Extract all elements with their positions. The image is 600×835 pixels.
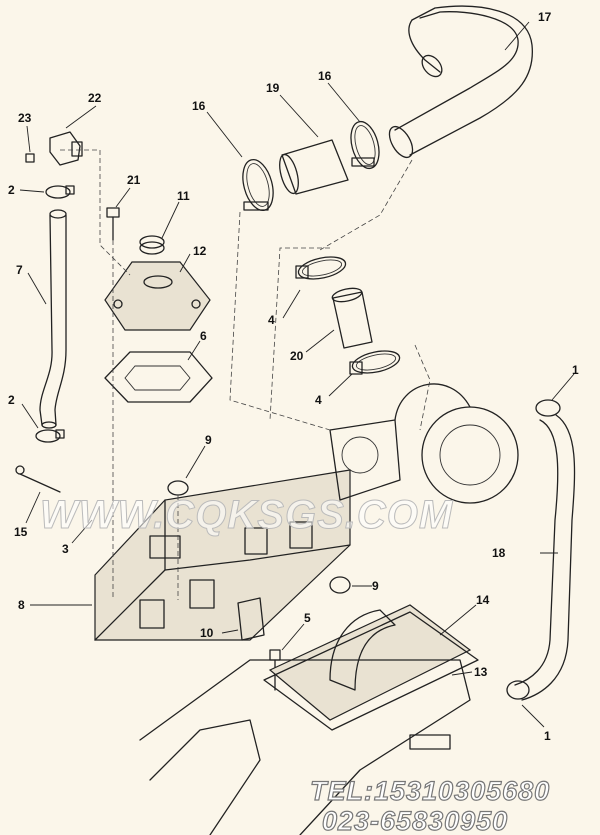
part-16-clamp-right xyxy=(350,120,380,170)
callout-15: 14 xyxy=(476,593,490,607)
callout-9-lower: 9 xyxy=(372,579,379,593)
callout-1-upper: 1 xyxy=(572,363,579,377)
callout-14: 17 xyxy=(538,10,552,24)
callout-16-right: 16 xyxy=(318,69,332,83)
callout-8: 8 xyxy=(18,598,25,612)
part-14-elbow-tube xyxy=(388,5,534,159)
part-21-bolt xyxy=(106,207,120,241)
callout-12: 12 xyxy=(193,244,207,258)
callout-1-lower: 1 xyxy=(544,729,551,743)
contact-phone: 023-65830950 xyxy=(322,806,508,835)
callout-23: 23 xyxy=(18,111,32,125)
part-13-bolt xyxy=(15,465,61,493)
part-20-hose xyxy=(331,287,373,349)
part-4-clamp-upper xyxy=(295,256,347,280)
part-18-gasket xyxy=(263,611,479,731)
callout-7: 7 xyxy=(16,263,23,277)
callout-5: 5 xyxy=(304,611,311,625)
part-8-exhaust-manifold xyxy=(94,469,351,641)
callout-2-bottom: 2 xyxy=(8,393,15,407)
callout-labels: 17 16 19 16 22 23 2 21 11 12 7 6 2 4 20 … xyxy=(8,10,579,743)
callout-18: 13 xyxy=(474,665,488,679)
part-9-seal-lower xyxy=(329,576,351,594)
callout-20: 20 xyxy=(290,349,304,363)
callout-3: 3 xyxy=(62,542,69,556)
engine-block xyxy=(139,659,471,835)
callout-11: 11 xyxy=(177,189,190,203)
part-12-cover xyxy=(104,261,211,331)
turbocharger xyxy=(329,383,519,504)
callout-9-upper: 9 xyxy=(205,433,212,447)
part-15-cover xyxy=(268,604,472,721)
part-19-hose xyxy=(279,139,349,195)
callout-19: 19 xyxy=(266,81,280,95)
part-23-plug xyxy=(25,153,35,163)
callout-10: 10 xyxy=(200,626,214,640)
callout-13: 15 xyxy=(14,525,28,539)
part-16-clamp-left xyxy=(242,158,274,212)
callout-21: 21 xyxy=(127,173,141,187)
callout-17: 18 xyxy=(492,546,506,560)
part-11-seal-ring xyxy=(139,235,165,255)
part-6-gasket xyxy=(104,351,213,403)
part-4-clamp-lower xyxy=(349,350,401,375)
callout-22: 22 xyxy=(88,91,102,105)
part-1-clamp-lower xyxy=(506,680,530,700)
part-22-elbow-fitting xyxy=(49,131,83,166)
assembly-lines xyxy=(60,149,431,600)
leader-lines xyxy=(19,21,575,728)
callout-4-lower: 4 xyxy=(315,393,322,407)
contact-tel: TEL:15310305680 xyxy=(310,776,550,806)
part-17-drain-hose xyxy=(514,414,576,701)
part-7-tube xyxy=(39,209,67,429)
callout-2-top: 2 xyxy=(8,183,15,197)
callout-6: 6 xyxy=(200,329,207,343)
callout-4-upper: 4 xyxy=(268,313,275,327)
watermark-text: WWW.CQKSGS.COM xyxy=(40,493,454,537)
part-2-clamp-bottom xyxy=(35,429,65,443)
part-2-clamp-top xyxy=(45,185,75,199)
part-10-port-gasket xyxy=(237,597,265,641)
callout-16-left: 16 xyxy=(192,99,206,113)
part-1-clamp-upper xyxy=(535,399,561,417)
